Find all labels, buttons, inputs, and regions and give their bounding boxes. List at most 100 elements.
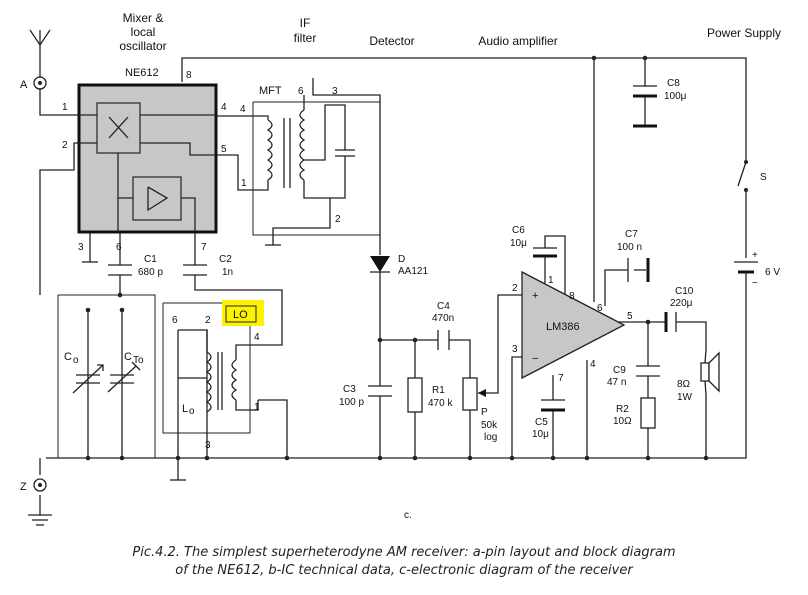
ne612-pin-5: 5 [221, 144, 227, 155]
r2-value: 10Ω [613, 416, 632, 427]
c4-name: C4 [437, 301, 450, 312]
ne612-pin-3: 3 [78, 242, 84, 253]
lm386-pin-7: 7 [558, 373, 564, 384]
ne612-pin-6: 6 [116, 242, 122, 253]
lm386-minus: − [532, 353, 538, 365]
lm386-pin-3: 3 [512, 344, 518, 355]
ic-ne612-name: NE612 [125, 67, 159, 79]
ne612-pin-7: 7 [201, 242, 207, 253]
capacitor-c4: C4 470n [432, 301, 454, 350]
antenna-a-label: A [20, 79, 28, 91]
mft-transformer: MFT 6 3 4 1 2 [240, 85, 355, 225]
lo-tag: LO [233, 309, 248, 321]
header-audio-amplifier: Audio amplifier [478, 34, 557, 48]
mft-pin-4: 4 [240, 104, 246, 115]
capacitor-c2: C2 1n [183, 254, 233, 278]
ground-z: Z [20, 478, 52, 526]
subfigure-label: c. [404, 510, 412, 521]
lm386-pin-2: 2 [512, 283, 518, 294]
pot-name: P [481, 407, 488, 418]
speaker-power: 1W [677, 392, 693, 403]
diode-value: AA121 [398, 266, 428, 277]
svg-text:filter: filter [294, 31, 317, 45]
pot-taper: log [484, 432, 497, 443]
c6-value: 10μ [510, 238, 527, 249]
lm386-pin-5: 5 [627, 311, 633, 322]
resistor-r1: R1 470 k [407, 377, 453, 413]
ic-ne612: NE612 1 2 3 4 5 6 7 8 [62, 67, 227, 253]
pot-value: 50k [481, 420, 498, 431]
lo-coil: LO L o 6 2 4 1 3 [172, 300, 264, 451]
c10-name: C10 [675, 286, 694, 297]
c9-value: 47 n [607, 377, 626, 388]
diode-d: D AA121 [370, 254, 428, 277]
c8-value: 100μ [664, 91, 687, 102]
caption-line-1: Pic.4.2. The simplest superheterodyne AM… [132, 545, 675, 560]
c2-value: 1n [222, 267, 233, 278]
c3-value: 100 p [339, 397, 364, 408]
lm386-pin-4: 4 [590, 359, 596, 370]
header-mixer: Mixer & local oscillator [119, 11, 166, 53]
antenna-a: A [20, 29, 51, 91]
lo-pin-4: 4 [254, 332, 260, 343]
c4-value: 470n [432, 313, 454, 324]
switch-s: S [737, 160, 767, 258]
capacitor-c6: C6 10μ [510, 225, 557, 258]
ground-z-label: Z [20, 481, 27, 493]
capacitor-c9: C9 47 n [607, 365, 660, 388]
co-name: C [64, 351, 72, 363]
speaker-icon: 8Ω 1W [677, 349, 720, 403]
co-sub: o [73, 355, 79, 366]
ne612-pin-2: 2 [62, 140, 68, 151]
capacitor-co: C o [64, 351, 104, 394]
wires [39, 57, 747, 515]
lm386-name: LM386 [546, 321, 580, 333]
c7-name: C7 [625, 229, 638, 240]
c1-value: 680 p [138, 267, 163, 278]
resistor-r2: R2 10Ω [613, 397, 656, 429]
svg-text:local: local [131, 25, 156, 39]
capacitor-c5: C5 10μ [532, 399, 565, 440]
svg-text:IF: IF [300, 16, 311, 30]
lm386-pin-6: 6 [597, 303, 603, 314]
lm386-plus: + [532, 290, 538, 302]
header-detector: Detector [369, 34, 414, 48]
lo-name: L [182, 403, 188, 415]
lo-pin-3: 3 [205, 440, 211, 451]
header-if-filter: IF filter [294, 16, 317, 45]
capacitor-c3: C3 100 p [339, 384, 392, 408]
lo-pin-1: 1 [254, 402, 260, 413]
mft-pin-2: 2 [335, 214, 341, 225]
c5-value: 10μ [532, 429, 549, 440]
c3-name: C3 [343, 384, 356, 395]
lo-sub: o [189, 406, 195, 417]
junctions [85, 55, 709, 461]
c7-value: 100 n [617, 242, 642, 253]
ne612-pin-8: 8 [186, 70, 192, 81]
header-power-supply: Power Supply [707, 26, 781, 40]
capacitor-c1: C1 680 p [108, 254, 163, 278]
amp-lm386: LM386 + − 2 3 1 8 6 5 4 7 [512, 270, 633, 384]
c9-name: C9 [613, 365, 626, 376]
battery-icon: + − 6 V [734, 250, 780, 290]
mft-pin-3: 3 [332, 86, 338, 97]
mft-pin-1: 1 [241, 178, 247, 189]
capacitor-c8: C8 100μ [633, 78, 687, 128]
switch-name: S [760, 172, 767, 183]
r1-value: 470 k [428, 398, 453, 409]
ne612-pin-1: 1 [62, 102, 68, 113]
lm386-pin-1: 1 [548, 275, 554, 286]
c1-name: C1 [144, 254, 157, 265]
c5-name: C5 [535, 417, 548, 428]
speaker-impedance: 8Ω [677, 379, 691, 390]
capacitor-c10: C10 220μ [664, 286, 694, 332]
potentiometer-p: P 50k log [462, 377, 498, 443]
lo-pin-6: 6 [172, 315, 178, 326]
c2-name: C2 [219, 254, 232, 265]
ne612-pin-4: 4 [221, 102, 227, 113]
r2-name: R2 [616, 404, 629, 415]
battery-plus: + [752, 250, 758, 261]
svg-text:oscillator: oscillator [119, 39, 166, 53]
r1-name: R1 [432, 385, 445, 396]
capacitor-c7: C7 100 n [617, 229, 650, 282]
